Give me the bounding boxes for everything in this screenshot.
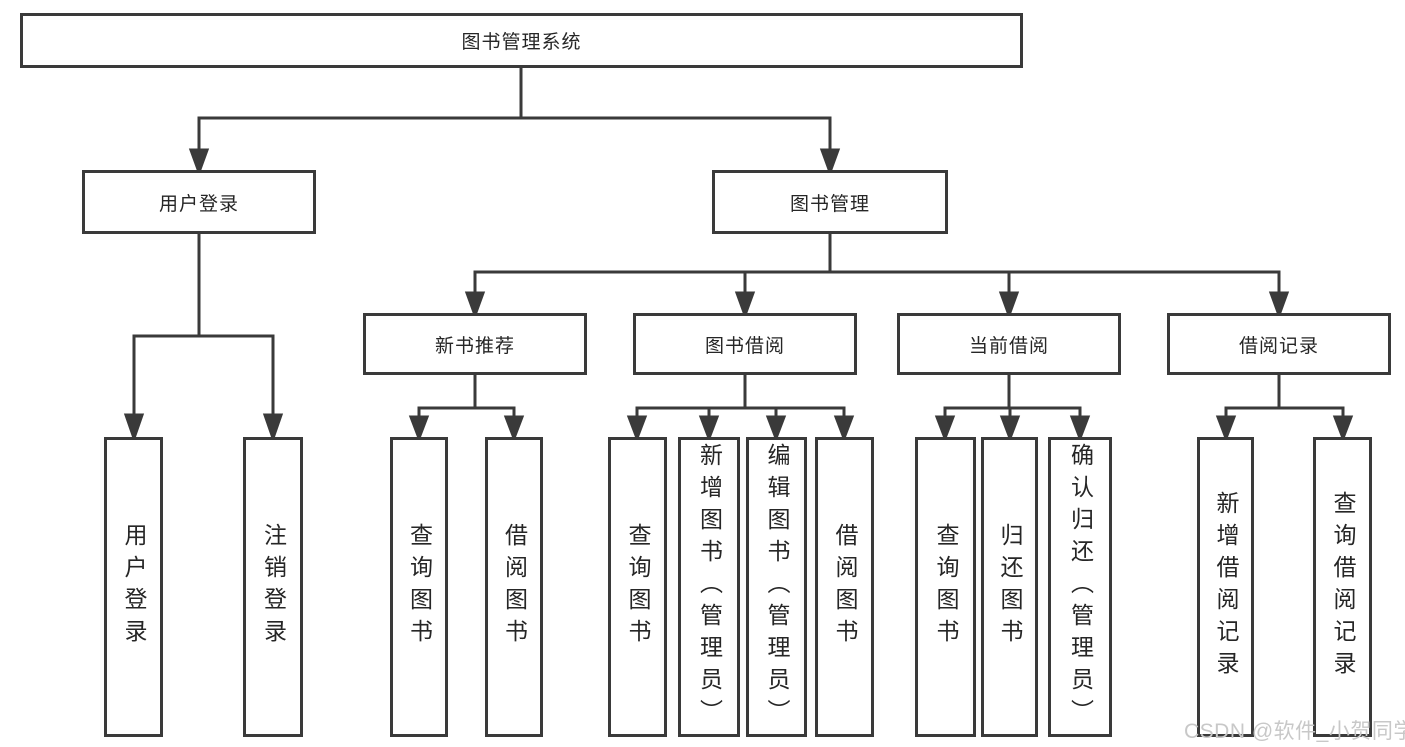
leaf-cb-confirm-return-admin-label: 确认归还（管理员）	[1067, 443, 1094, 731]
leaf-bb-add-books-admin: 新增图书（管理员）	[678, 437, 740, 737]
leaf-cb-query-books: 查询图书	[915, 437, 976, 737]
arrow-down-icon	[998, 291, 1020, 320]
leaf-br-add-record: 新增借阅记录	[1197, 437, 1254, 737]
leaf-bb-query-books: 查询图书	[608, 437, 667, 737]
arrow-down-icon	[503, 415, 525, 443]
arrow-down-icon	[833, 415, 855, 443]
arrow-down-icon	[934, 415, 956, 443]
node-user-login-label: 用户登录	[158, 193, 239, 215]
connector-root-to-level2	[188, 68, 841, 177]
node-book-management: 图书管理	[712, 170, 948, 234]
arrow-down-icon	[1332, 415, 1354, 443]
watermark: CSDN @软件_小贺同学	[1184, 720, 1405, 743]
leaf-user-login: 用户登录	[104, 437, 163, 737]
leaf-nb-borrow-books-label: 借阅图书	[501, 523, 528, 651]
arrow-down-icon	[734, 291, 756, 320]
leaf-bb-add-books-admin-label: 新增图书（管理员）	[696, 443, 723, 731]
connector-user-login-to-leaves	[123, 234, 284, 443]
leaf-br-add-record-label: 新增借阅记录	[1213, 491, 1239, 683]
arrow-down-icon	[188, 148, 210, 177]
arrow-down-icon	[408, 415, 430, 443]
connector-book-management-to-level3	[464, 234, 1290, 320]
node-book-management-label: 图书管理	[789, 193, 870, 215]
arrow-down-icon	[1268, 291, 1290, 320]
arrow-down-icon	[123, 413, 145, 443]
arrow-down-icon	[765, 415, 787, 443]
connector-borrow-records-to-leaves	[1215, 375, 1354, 443]
arrow-down-icon	[1215, 415, 1237, 443]
leaf-nb-query-books: 查询图书	[390, 437, 448, 737]
connector-new-book-to-leaves	[408, 375, 525, 443]
node-user-login: 用户登录	[82, 170, 316, 234]
leaf-br-query-record-label: 查询借阅记录	[1330, 491, 1356, 683]
node-book-borrow: 图书借阅	[633, 313, 857, 375]
arrow-down-icon	[819, 148, 841, 177]
connector-book-borrow-to-leaves	[626, 375, 855, 443]
arrow-down-icon	[1069, 415, 1091, 443]
leaf-cb-confirm-return-admin: 确认归还（管理员）	[1048, 437, 1112, 737]
arrow-down-icon	[999, 415, 1021, 443]
arrow-down-icon	[698, 415, 720, 443]
leaf-cb-query-books-label: 查询图书	[933, 523, 959, 651]
leaf-user-login-label: 用户登录	[121, 523, 147, 651]
arrow-down-icon	[464, 291, 486, 320]
leaf-nb-query-books-label: 查询图书	[406, 523, 433, 651]
leaf-bb-edit-books-admin-label: 编辑图书（管理员）	[764, 443, 790, 731]
node-root: 图书管理系统	[20, 13, 1023, 68]
leaf-bb-borrow-books-label: 借阅图书	[832, 523, 858, 651]
node-current-borrow-label: 当前借阅	[968, 335, 1049, 357]
leaf-bb-query-books-label: 查询图书	[625, 523, 651, 651]
leaf-bb-borrow-books: 借阅图书	[815, 437, 874, 737]
leaf-br-query-record: 查询借阅记录	[1313, 437, 1372, 737]
node-root-label: 图书管理系统	[461, 32, 582, 53]
node-borrow-records-label: 借阅记录	[1238, 335, 1319, 357]
leaf-cb-return-books-label: 归还图书	[997, 523, 1023, 651]
arrow-down-icon	[626, 415, 648, 443]
leaf-logout: 注销登录	[243, 437, 303, 737]
node-new-book-recommend-label: 新书推荐	[434, 335, 515, 357]
node-new-book-recommend: 新书推荐	[363, 313, 587, 375]
leaf-nb-borrow-books: 借阅图书	[485, 437, 543, 737]
node-book-borrow-label: 图书借阅	[704, 335, 785, 357]
connector-current-borrow-to-leaves	[934, 375, 1091, 443]
leaf-cb-return-books: 归还图书	[981, 437, 1038, 737]
node-current-borrow: 当前借阅	[897, 313, 1121, 375]
arrow-down-icon	[262, 413, 284, 443]
node-borrow-records: 借阅记录	[1167, 313, 1391, 375]
leaf-logout-label: 注销登录	[260, 523, 287, 651]
leaf-bb-edit-books-admin: 编辑图书（管理员）	[746, 437, 807, 737]
